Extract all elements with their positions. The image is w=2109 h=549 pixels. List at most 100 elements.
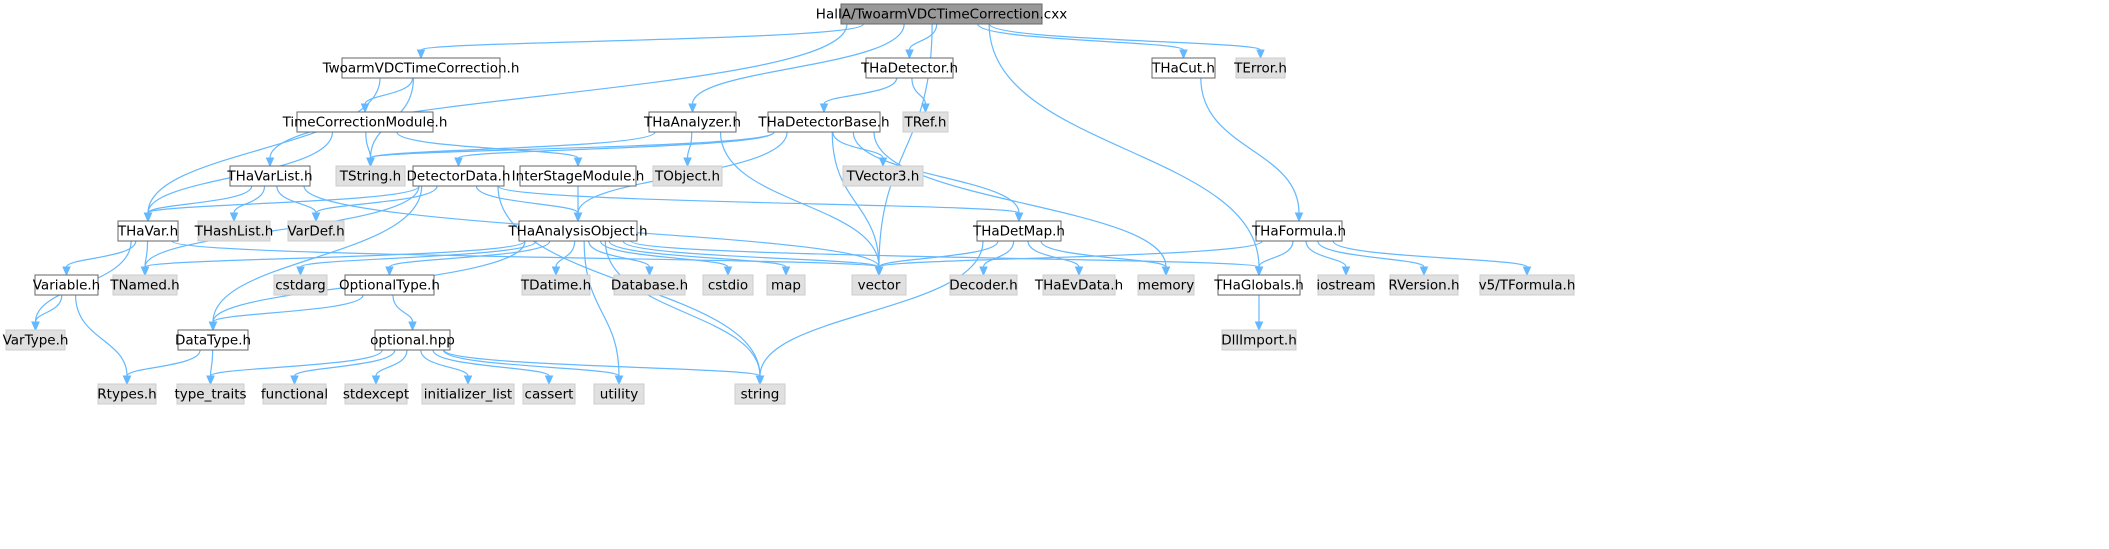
- node-box: [273, 274, 328, 296]
- node-box: [522, 383, 576, 405]
- node-thadetector[interactable]: THaDetector.h: [860, 57, 958, 79]
- node-thavarlist[interactable]: THaVarList.h: [226, 165, 313, 187]
- node-label: THaDetector.h: [860, 61, 958, 77]
- node-datatype[interactable]: DataType.h: [175, 329, 251, 351]
- node-thacut[interactable]: THaCut.h: [1151, 57, 1216, 79]
- edge-thaanalysisobj-to-database: [588, 240, 654, 277]
- node-label: memory: [1138, 278, 1194, 294]
- node-box: [521, 274, 591, 296]
- node-label: initializer_list: [424, 387, 512, 403]
- edge-thaanalysisobj-to-vector: [622, 240, 884, 277]
- edge-thadetbase-to-tstring: [366, 131, 775, 168]
- node-box: [176, 383, 245, 405]
- edge-thadetbase-to-vector: [831, 131, 884, 277]
- edge-thaglobals-to-dllimport: [1254, 294, 1264, 332]
- node-label: Rtypes.h: [97, 387, 156, 403]
- node-box: [734, 383, 786, 405]
- node-thaglobals[interactable]: THaGlobals.h: [1213, 274, 1304, 296]
- edge-thadetbase-to-detdata: [454, 131, 775, 168]
- edge-optionalhpp-to-cassert: [432, 349, 554, 386]
- node-tformula: v5/TFormula.h: [1479, 274, 1575, 296]
- node-optionaltype[interactable]: OptionalType.h: [339, 274, 440, 296]
- node-thadetbase[interactable]: THaDetectorBase.h: [757, 111, 890, 133]
- node-box: [421, 383, 515, 405]
- edge-thaformula-to-iostream: [1305, 240, 1351, 277]
- node-dllimport: DllImport.h: [1221, 329, 1297, 351]
- edge-optionalhpp-to-stdexcept: [371, 349, 408, 386]
- edge-detdata-to-thaanalysisobj: [475, 185, 583, 223]
- node-label: functional: [261, 387, 328, 403]
- node-thaanalyzer[interactable]: THaAnalyzer.h: [643, 111, 741, 133]
- node-label: TDatime.h: [520, 278, 591, 294]
- node-box: [949, 274, 1018, 296]
- node-decoder: Decoder.h: [949, 274, 1018, 296]
- node-label: vector: [858, 278, 901, 294]
- node-label: cassert: [525, 387, 574, 403]
- node-label: DataType.h: [175, 333, 251, 349]
- node-label: THaVar.h: [117, 224, 178, 240]
- node-label: VarType.h: [3, 333, 69, 349]
- node-label: optional.hpp: [370, 333, 455, 349]
- node-label: iostream: [1316, 278, 1375, 294]
- node-label: THaVarList.h: [226, 169, 312, 185]
- node-label: HallA/TwoarmVDCTimeCorrection.cxx: [816, 7, 1067, 23]
- node-label: DetectorData.h: [407, 169, 511, 185]
- node-label: THaDetectorBase.h: [757, 115, 889, 131]
- node-label: TwoarmVDCTimeCorrection.h: [322, 61, 520, 77]
- node-thadetmap[interactable]: THaDetMap.h: [972, 220, 1065, 242]
- edge-optionalhpp-to-initlist: [420, 349, 473, 386]
- edge-thaanalysisobj-to-utility: [583, 240, 624, 386]
- node-thavar[interactable]: THaVar.h: [117, 220, 179, 242]
- node-detdata[interactable]: DetectorData.h: [407, 165, 511, 187]
- node-thaanalysisobj[interactable]: THaAnalysisObject.h: [507, 220, 648, 242]
- node-box: [648, 111, 737, 133]
- node-root[interactable]: HallA/TwoarmVDCTimeCorrection.cxx: [816, 3, 1067, 25]
- node-variable[interactable]: Variable.h: [33, 274, 101, 296]
- edge-thaformula-to-thaglobals: [1254, 240, 1294, 277]
- node-optionalhpp[interactable]: optional.hpp: [370, 329, 455, 351]
- node-box: [1042, 274, 1116, 296]
- node-thahashlist: THashList.h: [194, 220, 273, 242]
- node-label: TimeCorrectionModule.h: [282, 115, 448, 131]
- node-memory: memory: [1137, 274, 1195, 296]
- node-label: THaFormula.h: [1251, 224, 1346, 240]
- node-box: [335, 165, 406, 187]
- node-tstring: TString.h: [335, 165, 406, 187]
- edges-layer: [31, 23, 1532, 386]
- node-box: [840, 3, 1043, 25]
- edge-interstage-to-thaanalysisobj: [573, 186, 583, 223]
- edge-detdata-to-thadetmap: [497, 185, 1024, 223]
- node-tref: TRef.h: [902, 111, 949, 133]
- node-box: [1137, 274, 1195, 296]
- node-box: [702, 274, 754, 296]
- node-box: [1221, 329, 1297, 351]
- edge-thaanalyzer-to-tstring: [366, 131, 656, 168]
- node-box: [34, 274, 99, 296]
- node-cassert: cassert: [522, 383, 576, 405]
- node-box: [177, 329, 249, 351]
- node-label: TString.h: [339, 169, 401, 185]
- node-timecorr[interactable]: TimeCorrectionModule.h: [282, 111, 448, 133]
- node-box: [296, 111, 434, 133]
- node-interstage[interactable]: InterStageModule.h: [512, 165, 645, 187]
- node-string: string: [734, 383, 786, 405]
- node-iostream: iostream: [1316, 274, 1376, 296]
- node-tobject: TObject.h: [652, 165, 723, 187]
- node-twoarm[interactable]: TwoarmVDCTimeCorrection.h: [322, 57, 520, 79]
- edge-thavarlist-to-thahashlist: [229, 185, 266, 223]
- edge-thaanalysisobj-to-map: [608, 240, 791, 277]
- node-label: TRef.h: [904, 115, 947, 131]
- node-box: [374, 329, 451, 351]
- node-label: Decoder.h: [949, 278, 1017, 294]
- node-box: [865, 57, 954, 79]
- edge-thadetector-to-thadetbase: [819, 77, 898, 114]
- node-database: Database.h: [611, 274, 688, 296]
- edge-thavarlist-to-vardef: [276, 185, 321, 223]
- node-label: map: [771, 278, 801, 294]
- node-label: VarDef.h: [287, 224, 344, 240]
- node-label: string: [741, 387, 780, 403]
- node-label: type_traits: [174, 387, 246, 403]
- node-tvector3: TVector3.h: [842, 165, 924, 187]
- edge-thadetbase-to-memory: [873, 131, 1171, 277]
- node-thaformula[interactable]: THaFormula.h: [1251, 220, 1346, 242]
